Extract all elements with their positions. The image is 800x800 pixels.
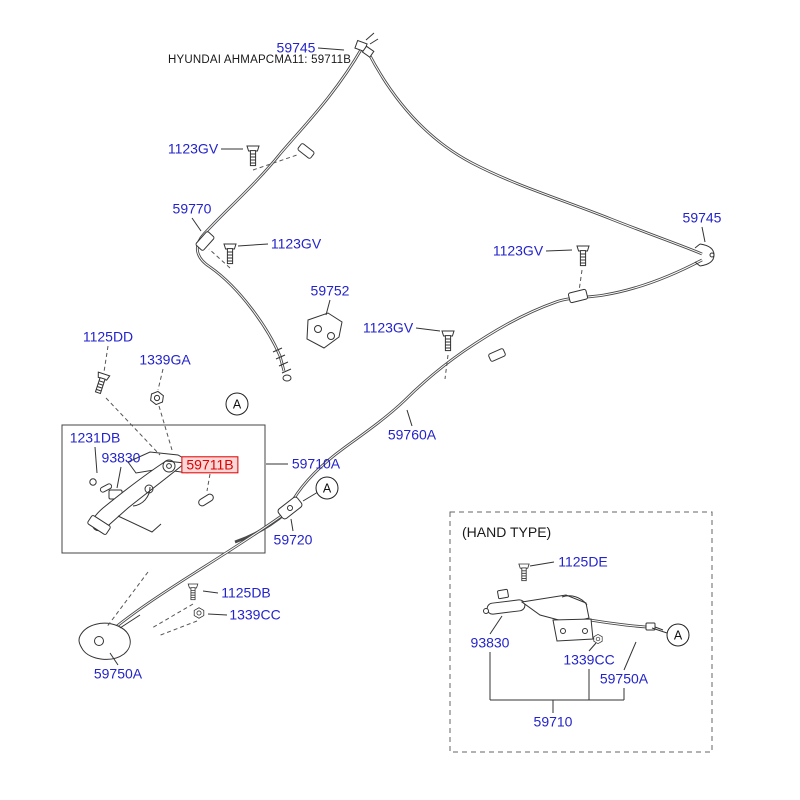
detail-marker-a-3: A	[666, 623, 690, 647]
leader-lines	[94, 47, 706, 671]
part-label-59760a[interactable]: 59760A	[387, 426, 437, 443]
part-label-93830-hand[interactable]: 93830	[470, 634, 510, 651]
detail-marker-a-2: A	[315, 476, 339, 500]
part-label-1125de-hand[interactable]: 1125DE	[558, 553, 608, 570]
part-label-59745-top[interactable]: 59745	[276, 39, 316, 56]
part-label-93830[interactable]: 93830	[101, 449, 141, 466]
pin-59711b-icon	[198, 493, 214, 507]
part-label-59711b-highlighted[interactable]: 59711B	[181, 456, 239, 474]
equalizer-59720-icon	[277, 496, 303, 520]
hand-type-box	[449, 511, 713, 753]
cables	[103, 47, 703, 639]
bracket-59752-icon	[306, 312, 343, 349]
part-label-1123gv-3[interactable]: 1123GV	[492, 242, 544, 259]
part-label-59710-hand[interactable]: 59710	[533, 713, 573, 730]
part-label-59750a-hand[interactable]: 59750A	[599, 670, 649, 687]
part-label-59752[interactable]: 59752	[310, 282, 350, 299]
pedal-assembly-art	[87, 451, 193, 535]
part-label-59745-right[interactable]: 59745	[682, 209, 722, 226]
hand-type-heading: (HAND TYPE)	[462, 524, 552, 540]
diagram-title: HYUNDAI AHMAPCMA11: 59711B	[168, 54, 352, 66]
main-assembly-box	[61, 424, 266, 554]
clip-59745-icon	[694, 243, 715, 267]
part-label-1123gv-1[interactable]: 1123GV	[167, 140, 219, 157]
part-label-1123gv-2[interactable]: 1123GV	[270, 235, 322, 252]
cable-end-fittings	[354, 32, 379, 58]
cable-bracket-icons	[195, 143, 589, 362]
parts-1231db-icons	[89, 478, 113, 493]
detail-marker-a-1: A	[225, 392, 249, 416]
part-label-1339ga[interactable]: 1339GA	[139, 351, 191, 368]
cable-spring-end	[272, 347, 292, 382]
part-label-1125dd[interactable]: 1125DD	[82, 328, 134, 345]
bracket-59750a-icon	[78, 614, 141, 660]
dashed-alignment-lines	[103, 154, 583, 637]
part-label-59770[interactable]: 59770	[172, 200, 212, 217]
hand-lever-assembly-art	[483, 588, 664, 642]
part-label-59720[interactable]: 59720	[273, 531, 313, 548]
part-label-1125db[interactable]: 1125DB	[221, 584, 271, 601]
hand-part-tree-lines	[489, 652, 625, 713]
part-label-59710a[interactable]: 59710A	[291, 455, 341, 472]
part-label-1231db[interactable]: 1231DB	[69, 429, 121, 446]
part-label-1123gv-4[interactable]: 1123GV	[362, 319, 414, 336]
part-label-1339cc-hand[interactable]: 1339CC	[563, 651, 615, 668]
part-label-59750a[interactable]: 59750A	[93, 665, 143, 682]
part-label-1339cc[interactable]: 1339CC	[229, 606, 281, 623]
